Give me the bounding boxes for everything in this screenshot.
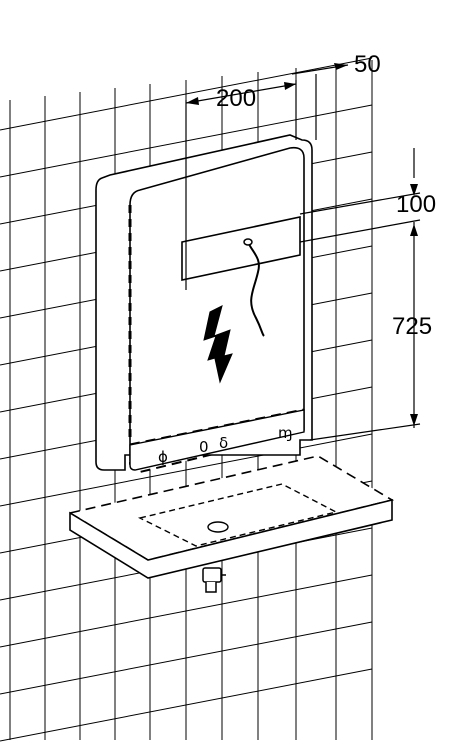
control-strip xyxy=(129,409,305,471)
grid-line-horizontal xyxy=(0,574,373,648)
control-symbol-right: ɱ xyxy=(278,424,293,442)
control-symbol-left: ɸ xyxy=(158,448,168,466)
grid-line-horizontal xyxy=(0,433,373,507)
dim-label-100: 100 xyxy=(396,191,436,218)
basin-front xyxy=(69,498,393,579)
heater-front-panel xyxy=(129,146,305,461)
control-symbol-mid1: 0 xyxy=(199,438,209,456)
cable-grommet xyxy=(243,238,253,246)
wash-basin xyxy=(67,455,395,579)
dim-label-50: 50 xyxy=(354,51,381,78)
cable-opening xyxy=(181,216,301,281)
dimension-lines xyxy=(185,64,421,441)
water-heater-unit xyxy=(95,134,313,474)
faucet-icon xyxy=(202,567,226,593)
control-symbol-mid2: δ xyxy=(219,434,228,452)
dimension-arrows xyxy=(186,63,418,426)
dim-label-725: 725 xyxy=(392,313,432,340)
grid-line-horizontal xyxy=(0,668,373,742)
power-cable-icon xyxy=(247,241,265,337)
grid-line-horizontal xyxy=(0,621,373,695)
grid-line-horizontal xyxy=(0,57,373,131)
basin-bowl xyxy=(137,483,338,547)
high-voltage-icon xyxy=(203,305,233,384)
dim-label-200: 200 xyxy=(216,85,256,112)
basin-drain xyxy=(207,521,229,533)
